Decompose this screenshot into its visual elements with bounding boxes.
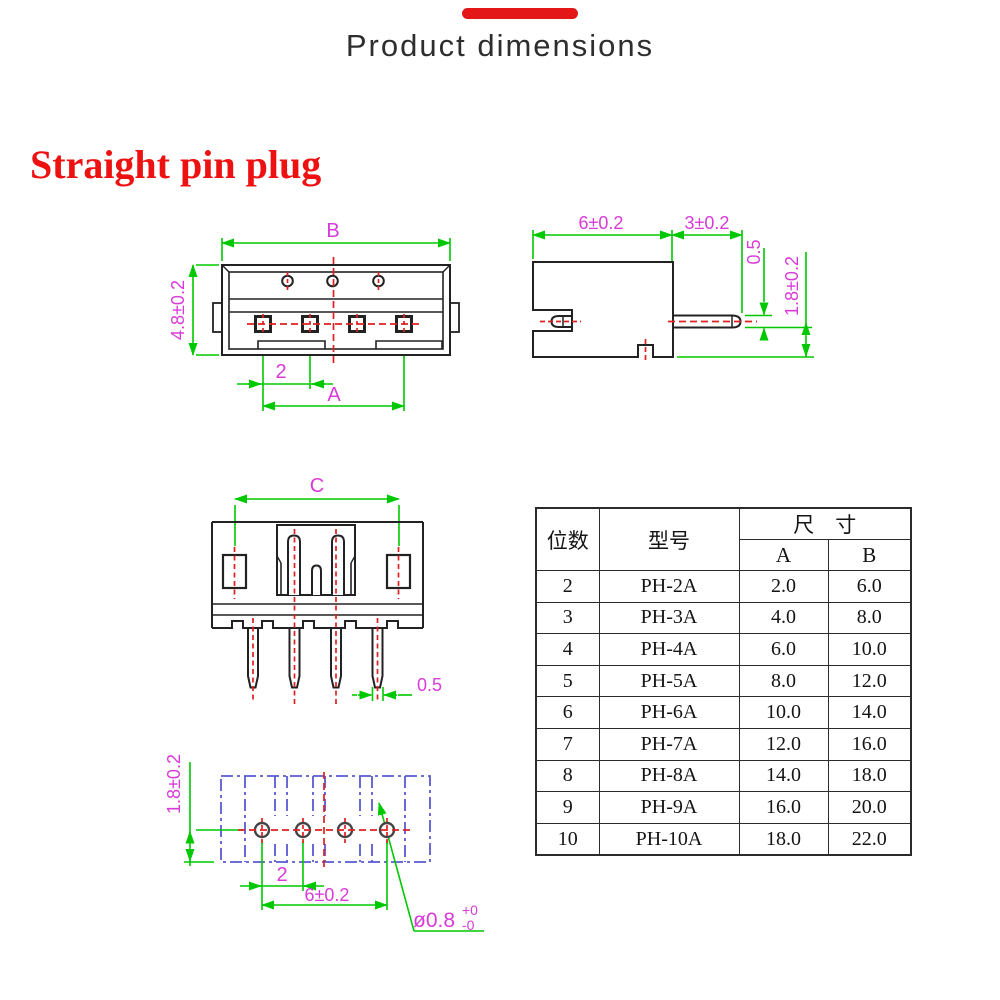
table-cell: PH-7A [598, 727, 740, 761]
footprint-drawing: 1.8±0.2 2 6±0.2 ø0.8 +0 -0 [164, 754, 484, 933]
table-cell: 2 [535, 570, 600, 603]
table-cell: PH-5A [598, 664, 740, 698]
table-cell: 16.0 [738, 791, 829, 824]
dim-label-height: 4.8±0.2 [168, 280, 188, 340]
table-cell: 9 [535, 791, 600, 824]
dim-label-pin-width: 0.5 [417, 675, 442, 695]
section-title: Straight pin plug [30, 142, 322, 187]
table-cell: 10.0 [827, 633, 912, 666]
table-cell: PH-4A [598, 633, 740, 666]
dim-label-a: A [327, 384, 341, 406]
table-cell: 10 [535, 822, 600, 856]
dim-label-row-offset: 1.8±0.2 [164, 754, 184, 814]
dim-label-body-width: 6±0.2 [579, 213, 624, 233]
table-cell: PH-6A [598, 696, 740, 729]
bottom-view-drawing: C 0.5 [211, 475, 442, 704]
dim-label-pin-thickness: 0.5 [744, 239, 764, 264]
dim-label-fp-pitch: 2 [276, 864, 287, 886]
table-cell: 5 [535, 664, 600, 698]
dim-label-c: C [310, 475, 324, 497]
col-header-positions: 位数 [535, 507, 600, 571]
table-cell: 12.0 [827, 664, 912, 698]
dim-label-hole-dia: ø0.8 [413, 909, 455, 932]
table-cell: 6.0 [827, 570, 912, 603]
col-header-b: B [827, 539, 912, 571]
table-cell: 3 [535, 601, 600, 635]
table-cell: 18.0 [827, 759, 912, 793]
table-cell: 4 [535, 633, 600, 666]
table-cell: 16.0 [827, 727, 912, 761]
col-header-size: 尺 寸 [738, 507, 912, 540]
dim-label-hole-tol-minus: -0 [462, 917, 475, 933]
table-cell: 7 [535, 727, 600, 761]
table-cell: 6 [535, 696, 600, 729]
table-cell: 6.0 [738, 633, 829, 666]
table-cell: PH-8A [598, 759, 740, 793]
table-cell: PH-2A [598, 570, 740, 603]
dim-label-pitch: 2 [275, 361, 286, 383]
table-cell: 14.0 [738, 759, 829, 793]
dim-label-pin-length: 3±0.2 [685, 213, 730, 233]
table-cell: 8.0 [738, 664, 829, 698]
accent-bar [462, 8, 578, 19]
col-header-a: A [738, 539, 829, 571]
table-cell: 20.0 [827, 791, 912, 824]
side-view-drawing: 6±0.2 3±0.2 0.5 1.8±0.2 [532, 213, 814, 363]
table-cell: 2.0 [738, 570, 829, 603]
table-cell: 14.0 [827, 696, 912, 729]
table-cell: PH-3A [598, 601, 740, 635]
front-view-drawing: B 4.8±0.2 2 A [168, 220, 460, 411]
table-cell: PH-10A [598, 822, 740, 856]
dim-label-tail: 1.8±0.2 [782, 256, 802, 316]
table-cell: 4.0 [738, 601, 829, 635]
table-cell: 12.0 [738, 727, 829, 761]
page-title: Product dimensions [345, 28, 655, 63]
dim-label-b: B [326, 220, 339, 242]
table-cell: 18.0 [738, 822, 829, 856]
dim-label-fp-span: 6±0.2 [305, 885, 350, 905]
table-cell: 8.0 [827, 601, 912, 635]
table-cell: 8 [535, 759, 600, 793]
table-cell: PH-9A [598, 791, 740, 824]
table-cell: 10.0 [738, 696, 829, 729]
col-header-model: 型号 [598, 507, 740, 571]
dim-label-hole-tol-plus: +0 [462, 902, 478, 918]
table-cell: 22.0 [827, 822, 912, 856]
